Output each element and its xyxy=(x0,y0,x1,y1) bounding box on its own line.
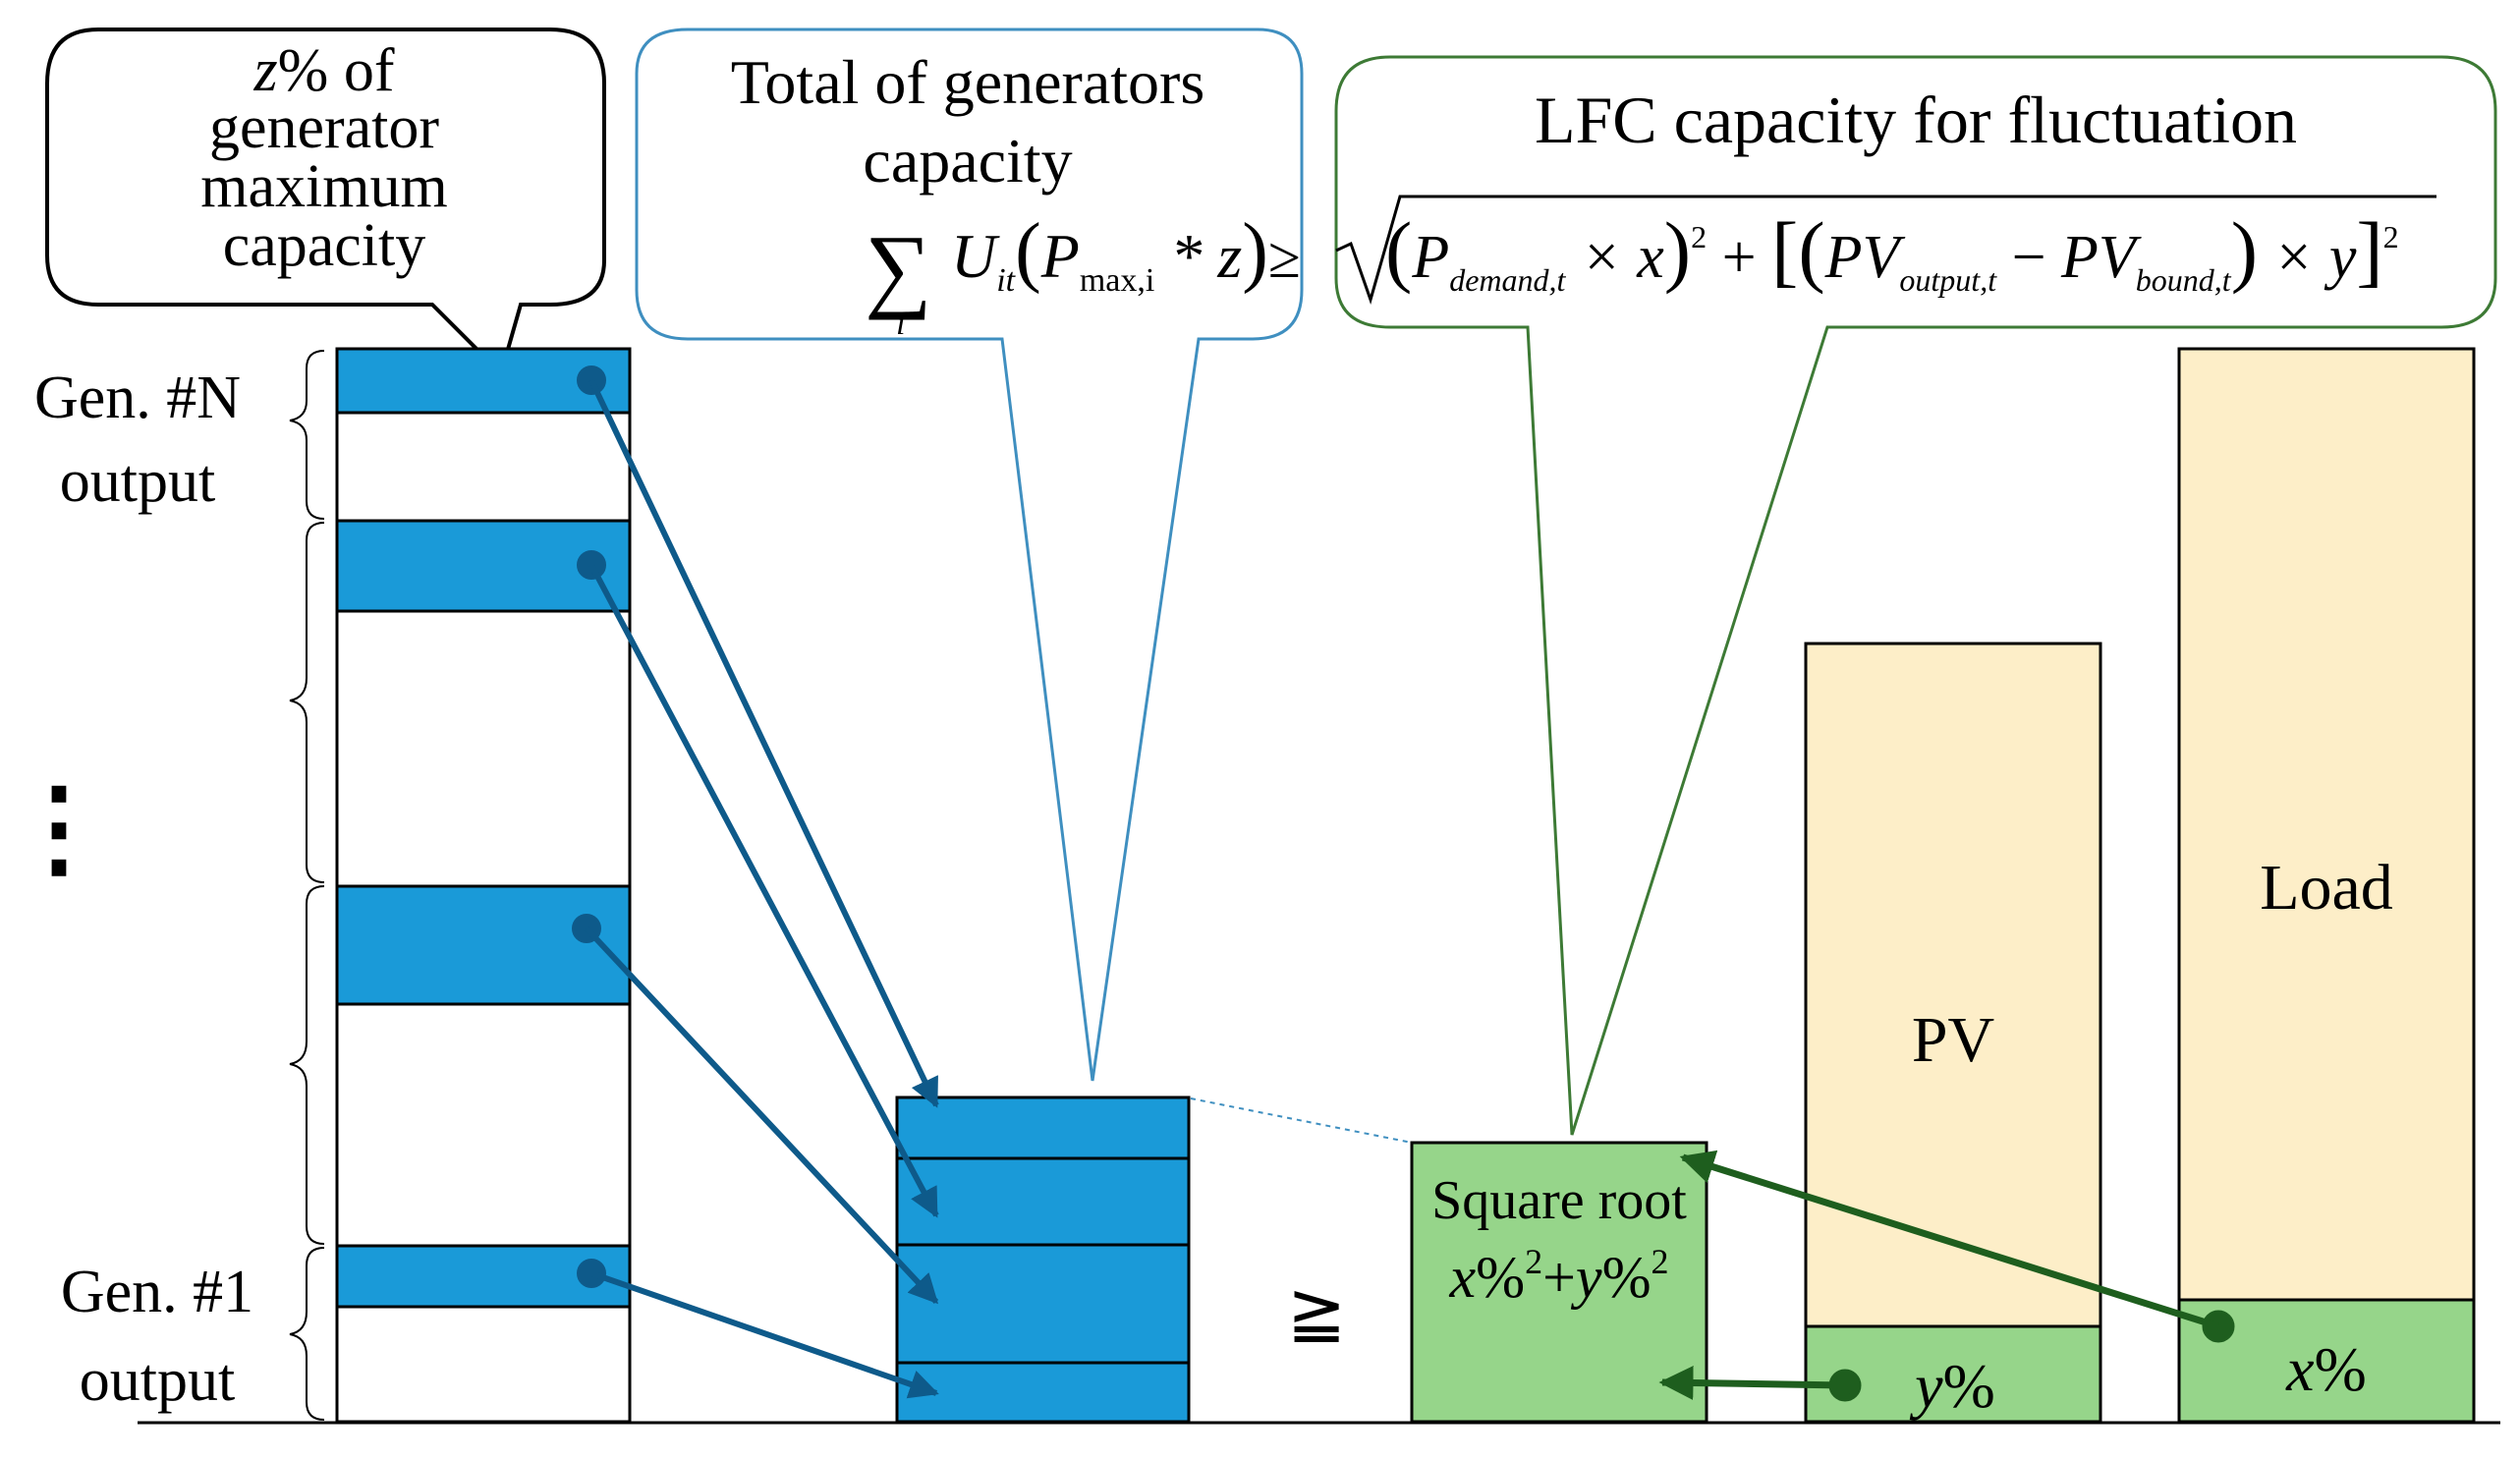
sum-symbol: ∑ xyxy=(865,215,931,320)
gen-1-label-line1: Gen. #1 xyxy=(61,1259,253,1325)
arrow-gen-n xyxy=(588,378,939,1108)
gen-n-label-line2: output xyxy=(60,448,215,515)
brace-gen-3 xyxy=(289,522,325,883)
z-callout-line3: maximum xyxy=(200,153,447,220)
stack-block-n xyxy=(895,1095,1191,1160)
total-callout-line2: capacity xyxy=(863,126,1072,196)
sqrt-sign xyxy=(1335,195,2436,305)
gen-1-label-line2: output xyxy=(80,1347,235,1414)
generator-arrows xyxy=(572,365,939,1399)
stack-block-2 xyxy=(895,1243,1191,1365)
square-root-label: Square root xyxy=(1431,1170,1687,1231)
total-capacity-stack xyxy=(895,1095,1191,1424)
generator-column xyxy=(335,347,632,1424)
generator-braces xyxy=(289,350,325,1421)
brace-gen-1 xyxy=(289,1247,325,1421)
dashed-connector xyxy=(1190,1097,1413,1144)
arrow-load-to-sqrt xyxy=(1679,1150,2220,1330)
arrow-gen-1 xyxy=(590,1270,939,1399)
square-root-rect xyxy=(1410,1141,1708,1424)
stack-block-1 xyxy=(895,1361,1191,1424)
square-root-box: Square root x%2+y%2 xyxy=(1410,1141,1708,1424)
greater-equal-symbol: ≧ xyxy=(1287,1273,1346,1352)
load-bar: Load x% xyxy=(2177,347,2476,1424)
load-bar-body xyxy=(2177,347,2476,1302)
formula-rhs: (Pdemand,t × x)2 + [(PVoutput,t − PVboun… xyxy=(1385,205,2399,298)
capacity-formula: ∑ i Uit(Pmax,i * z)≥ (Pdemand,t × x)2 + … xyxy=(865,195,2436,342)
fluctuation-arrows xyxy=(1658,1150,2235,1402)
square-root-expression: x%2+y%2 xyxy=(1448,1242,1668,1310)
total-capacity-callout: Total of generators capacity xyxy=(635,28,1304,1082)
gen-2-reserve-block xyxy=(335,884,632,1006)
brace-gen-n xyxy=(289,350,325,520)
formula-lhs: Uit(Pmax,i * z)≥ xyxy=(951,208,1301,299)
arrow-pv-to-sqrt xyxy=(1658,1366,1846,1401)
z-callout-line2: generator xyxy=(209,94,439,161)
pv-bar-body xyxy=(1804,642,2102,1328)
z-callout-line1: z% of xyxy=(253,37,395,104)
lfc-callout-title: LFC capacity for fluctuation xyxy=(1535,83,2297,157)
arrow-gen-2 xyxy=(584,926,939,1305)
sum-index: i xyxy=(896,306,905,342)
pv-label: PV xyxy=(1912,1004,1994,1076)
z-callout-line4: capacity xyxy=(223,212,426,279)
vertical-ellipsis: ⋮ xyxy=(5,768,113,888)
load-label: Load xyxy=(2260,852,2393,924)
x-percent-label: x% xyxy=(2285,1334,2367,1404)
pv-bar: PV y% xyxy=(1804,642,2102,1424)
gen-n-label-line1: Gen. #N xyxy=(34,365,241,431)
brace-gen-2 xyxy=(289,885,325,1245)
z-percent-callout: z% of generator maximum capacity xyxy=(45,28,606,377)
lfc-callout: LFC capacity for fluctuation xyxy=(1334,55,2497,1136)
arrow-gen-3 xyxy=(588,563,939,1218)
total-callout-line1: Total of generators xyxy=(731,47,1204,117)
stack-block-3 xyxy=(895,1156,1191,1247)
y-percent-label: y% xyxy=(1909,1351,1995,1421)
